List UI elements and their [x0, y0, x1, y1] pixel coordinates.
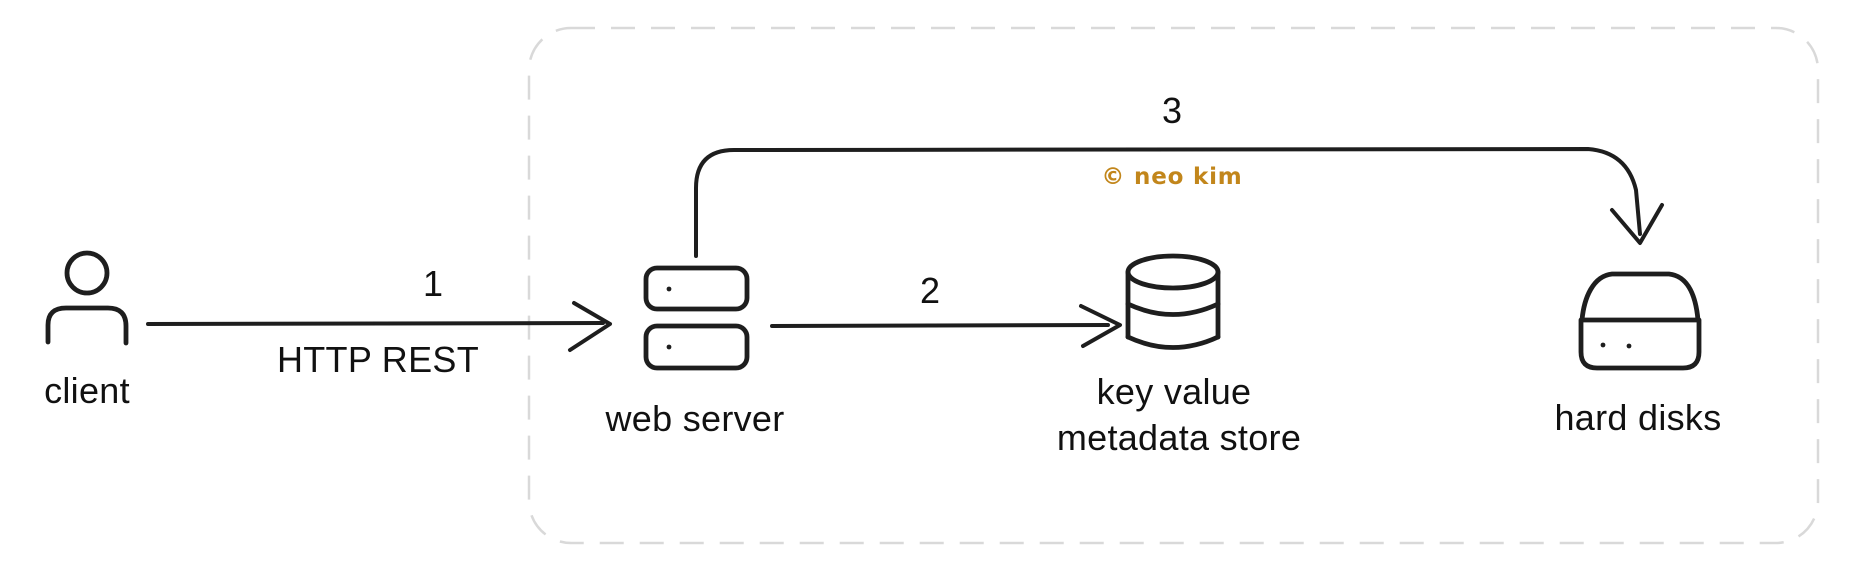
person-head [64, 250, 110, 296]
person-icon [45, 250, 129, 346]
server-led-bottom [666, 344, 672, 350]
hard-drive-top [1579, 271, 1701, 323]
edge-step1-arrowhead [568, 301, 612, 352]
edge-step1-label: HTTP REST [277, 339, 479, 380]
hard-drive-icon [1578, 271, 1702, 371]
database-icon [1125, 253, 1221, 350]
edge-step2-number: 2 [920, 270, 940, 311]
hard-drive-led-left [1600, 342, 1606, 348]
client-node: client [44, 250, 130, 411]
metadata-store-label-line1: key value [1097, 371, 1252, 412]
server-led-top [666, 286, 672, 292]
hard-disks-node: hard disks [1554, 271, 1721, 438]
edge-step3-line [694, 147, 1642, 258]
edge-step1: 1 HTTP REST [146, 263, 612, 380]
edge-step3-number: 3 [1162, 90, 1182, 131]
hard-disks-label: hard disks [1554, 397, 1721, 438]
database-top-ellipse [1125, 253, 1221, 291]
edge-step3-arrowhead [1610, 203, 1664, 245]
client-label: client [44, 370, 130, 411]
system-boundary-dashed-container [527, 26, 1820, 545]
server-unit-bottom [643, 323, 750, 371]
edge-step1-line [146, 321, 605, 326]
copyright-watermark: © neo kim [1101, 164, 1242, 190]
edge-step1-number: 1 [423, 263, 443, 304]
edge-step3: 3 [694, 90, 1664, 258]
metadata-store-node: key value metadata store [1057, 253, 1301, 458]
hard-drive-body [1578, 317, 1702, 371]
hard-drive-led-right [1626, 343, 1632, 349]
server-unit-top [643, 265, 750, 312]
person-shoulders [45, 305, 129, 346]
database-bottom-arc [1125, 334, 1221, 350]
edge-step2-line [770, 323, 1110, 328]
edge-step2: 2 [770, 270, 1122, 348]
edge-step2-arrowhead [1079, 304, 1122, 348]
web-server-label: web server [604, 398, 784, 439]
web-server-node: web server [604, 265, 784, 439]
server-icon [643, 265, 750, 371]
database-middle-band [1125, 301, 1221, 317]
metadata-store-label-line2: metadata store [1057, 417, 1301, 458]
